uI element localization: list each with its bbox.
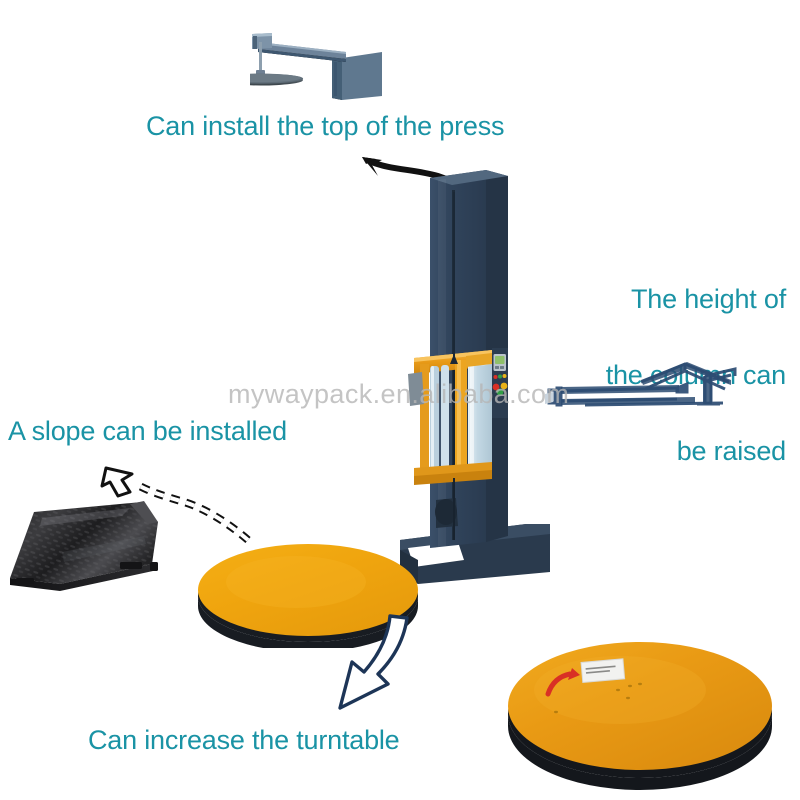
label-slope: A slope can be installed [8, 416, 287, 446]
slope-ramp [2, 492, 202, 610]
top-press-boom [258, 42, 346, 62]
panel-knob-green [496, 388, 504, 396]
top-press-assembly [250, 28, 510, 108]
indicator-light-red [493, 375, 498, 379]
main-turntable [196, 536, 436, 648]
turntable-bolts [554, 682, 642, 714]
label-turntable: Can increase the turntable [88, 725, 400, 755]
turntable-label-sticker [580, 658, 626, 683]
panel-display [495, 356, 505, 364]
panel-knob-yellow [500, 382, 508, 390]
control-panel [492, 348, 508, 418]
label-column-line-1: The height of [630, 284, 786, 314]
top-press-head-bracket [252, 33, 272, 49]
label-column-height: The height of the column can be raised [574, 242, 787, 508]
secondary-turntable [500, 632, 790, 792]
stretch-film-roll [468, 358, 492, 470]
watermark-text: mywaypack.en.alibaba.com [228, 379, 570, 409]
label-top-press: Can install the top of the press [146, 111, 505, 141]
arrow-to-turntable-icon [322, 612, 452, 724]
label-column-line-3: be raised [676, 436, 786, 466]
column-drive-motor [435, 498, 458, 528]
column-extension-sketch [545, 358, 800, 433]
arrow-to-slope-icon [98, 466, 258, 548]
indicator-light-green [498, 374, 502, 379]
indicator-light-yellow [502, 374, 507, 378]
stretch-wrapper-machine [400, 168, 660, 598]
press-plate-disc [250, 73, 303, 86]
panel-knob-red [492, 383, 500, 391]
top-press-motor-box [332, 52, 382, 100]
rotation-arrow-icon [545, 668, 580, 697]
